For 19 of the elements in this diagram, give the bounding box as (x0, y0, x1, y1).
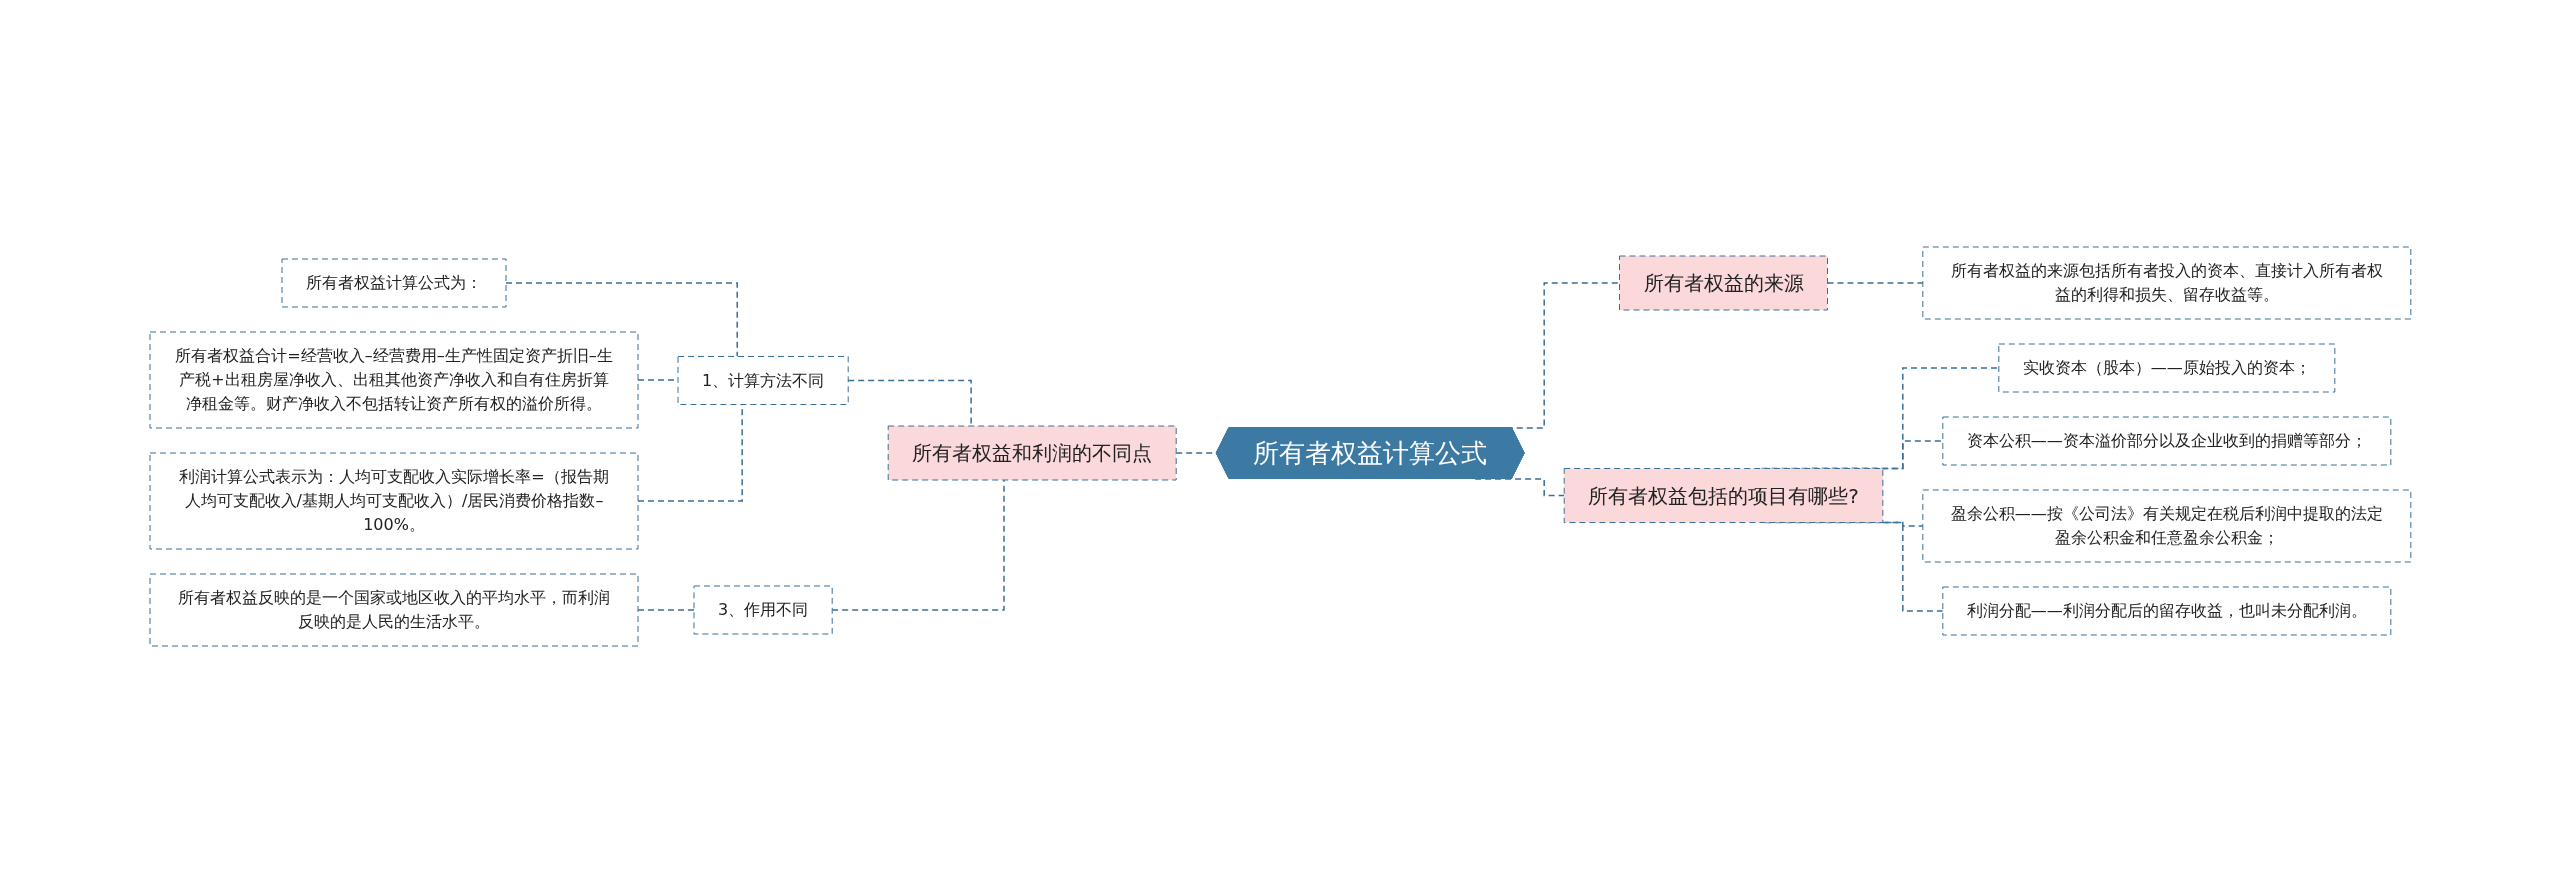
connector (847, 379, 972, 427)
node-box: 所有者权益合计=经营收入–经营费用–生产性固定资产折旧–生产税+出租房屋净收入、出租其他资产净收入和自有住房折算净租金等。财产净收入不包括转让资产所有权的溢价所得。 (149, 331, 639, 429)
node-box: 资本公积——资本溢价部分以及企业收到的捐赠等部分； (1941, 416, 2391, 466)
node-box: 利润分配——利润分配后的留存收益，也叫未分配利润。 (1941, 586, 2391, 636)
connector (1826, 282, 1924, 284)
connector (504, 282, 738, 358)
node-box: 利润计算公式表示为：人均可支配收入实际增长率=（报告期人均可支配收入/基期人均可支配收入）/居民消费价格指数–100%。 (149, 452, 639, 550)
node-box: 所有者权益和利润的不同点 (887, 425, 1177, 481)
node-box: 3、作用不同 (693, 585, 833, 635)
node-box: 所有者权益反映的是一个国家或地区收入的平均水平，而利润反映的是人民的生活水平。 (149, 573, 639, 647)
node-box: 实收资本（股本）——原始投入的资本； (1997, 343, 2335, 393)
connector (1881, 521, 1924, 527)
node-box: 1、计算方法不同 (677, 356, 849, 405)
node-box: 所有者权益包括的项目有哪些? (1563, 468, 1883, 523)
node-box: 盈余公积——按《公司法》有关规定在税后利润中提取的法定盈余公积金和任意盈余公积金； (1921, 489, 2411, 563)
node-box: 所有者权益的来源 (1618, 255, 1828, 311)
connector (636, 609, 695, 611)
node-box: 所有者权益计算公式为： (281, 258, 507, 308)
node-box: 所有者权益的来源包括所有者投入的资本、直接计入所有者权益的利得和损失、留存收益等。 (1921, 246, 2411, 320)
